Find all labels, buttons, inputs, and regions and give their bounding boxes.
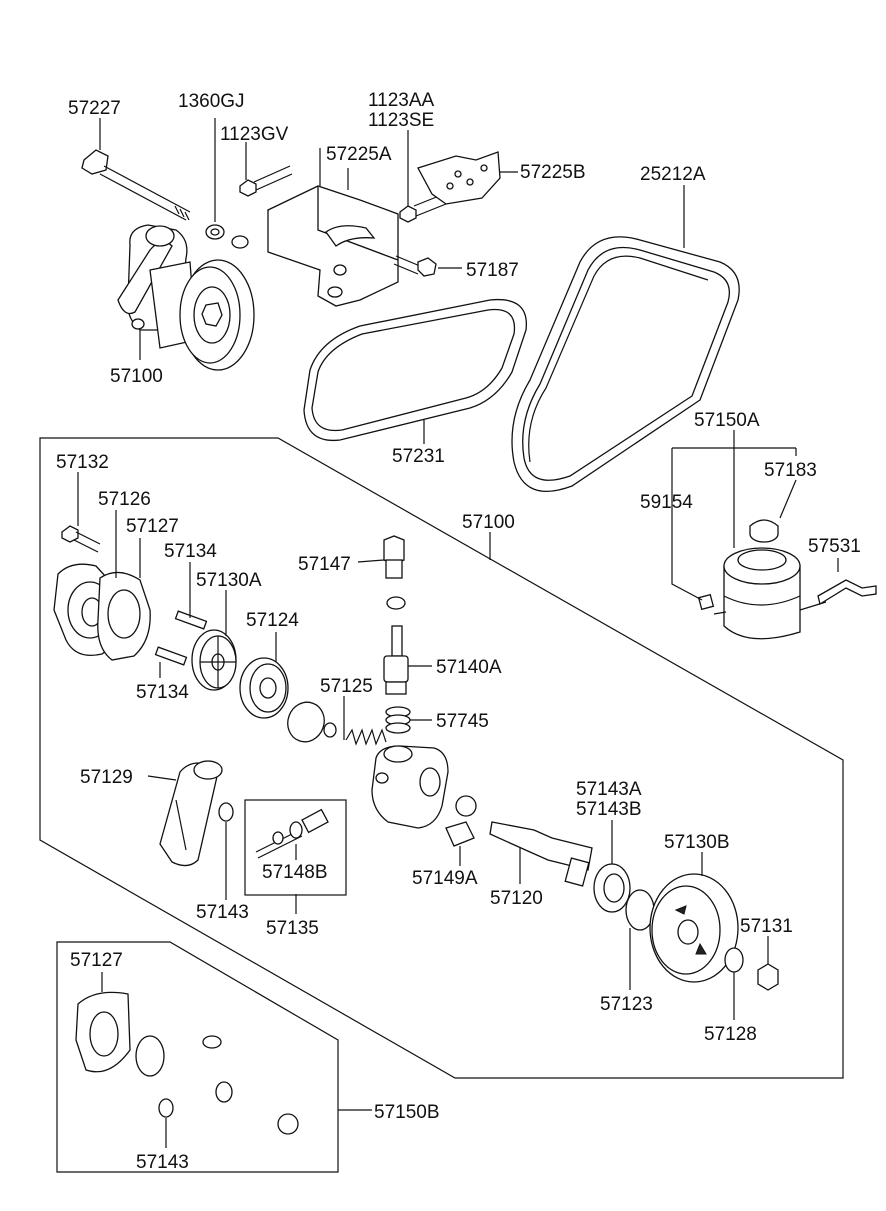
belt-57231 <box>303 298 527 442</box>
nut-57131 <box>757 963 779 991</box>
seal-small-a <box>202 1035 222 1049</box>
o-ring-57125 <box>287 701 325 743</box>
label-57128: 57128 <box>704 1024 757 1045</box>
bolt-57132 <box>61 525 101 553</box>
label-57187: 57187 <box>466 260 519 281</box>
kit-57100-boundary <box>39 437 844 1079</box>
label-57143A: 57143A <box>576 779 642 800</box>
label-57134-b: 57134 <box>136 682 189 703</box>
label-57531: 57531 <box>808 536 861 557</box>
pin-57134-b <box>154 646 188 666</box>
label-57129: 57129 <box>80 767 133 788</box>
label-57225B: 57225B <box>520 162 586 183</box>
o-ring-large <box>135 1035 165 1077</box>
label-1123GV: 1123GV <box>220 124 289 145</box>
spring-57745 <box>385 706 411 734</box>
label-59154: 59154 <box>640 492 693 513</box>
label-1123SE: 1123SE <box>368 110 434 131</box>
label-57140A: 57140A <box>436 657 502 678</box>
label-59154 <box>697 593 715 611</box>
power-steering-pump-57100 <box>117 224 255 371</box>
label-57131: 57131 <box>740 916 793 937</box>
shaft-57120 <box>489 821 593 887</box>
label-57150A: 57150A <box>694 410 760 431</box>
label-57231: 57231 <box>392 446 445 467</box>
spring-57125 <box>345 728 387 746</box>
label-57147: 57147 <box>298 554 351 575</box>
o-ring-57143-b <box>158 1098 174 1118</box>
label-57148B: 57148B <box>262 862 328 883</box>
label-57126: 57126 <box>98 489 151 510</box>
reservoir-57150A <box>713 547 827 640</box>
kit-57150B-boundary <box>56 941 339 1173</box>
label-57745: 57745 <box>436 711 489 732</box>
label-57134-a: 57134 <box>164 541 217 562</box>
label-57225A: 57225A <box>326 144 392 165</box>
leader-lines <box>77 118 839 1148</box>
label-1360GJ: 1360GJ <box>178 91 245 112</box>
cam-ring-57124 <box>239 657 289 719</box>
label-57120: 57120 <box>490 888 543 909</box>
label-57143-b: 57143 <box>136 1152 189 1173</box>
label-57123: 57123 <box>600 994 653 1015</box>
pulley-57130B <box>649 873 739 983</box>
bolt-57227 <box>81 149 191 221</box>
label-57130B: 57130B <box>664 832 730 853</box>
label-57124: 57124 <box>246 610 299 631</box>
label-57143-a: 57143 <box>196 902 249 923</box>
bracket-57129 <box>159 760 223 867</box>
seal-small-b <box>215 1081 233 1103</box>
label-57125: 57125 <box>320 676 373 697</box>
fitting-57147 <box>383 535 405 579</box>
rotor-57130A <box>191 629 237 691</box>
o-ring-57143-a <box>218 802 234 822</box>
washer-57128 <box>724 947 744 973</box>
label-57135: 57135 <box>266 918 319 939</box>
label-1123AA: 1123AA <box>368 90 435 111</box>
label-57150B: 57150B <box>374 1102 440 1123</box>
valve-57140A <box>383 625 409 695</box>
bolt-57187 <box>393 255 437 277</box>
pump-body <box>371 745 449 829</box>
pin-57134-a <box>174 610 208 630</box>
bushing-57149A-a <box>455 795 477 817</box>
label-57127-a: 57127 <box>126 516 179 537</box>
hose-57531 <box>817 579 877 606</box>
label-57227: 57227 <box>68 98 121 119</box>
bearing-57143A <box>593 863 631 913</box>
bolt-1123GV <box>239 165 293 197</box>
label-57143B: 57143B <box>576 799 642 820</box>
bushing-small <box>277 1113 299 1135</box>
seal-57147 <box>386 596 406 610</box>
part-labels: 57227 1360GJ 1123GV 57225A 1123AA 1123SE… <box>56 90 861 1173</box>
bracket-57225B <box>417 151 501 205</box>
label-57130A: 57130A <box>196 570 262 591</box>
bushing-57149A-b <box>445 821 475 847</box>
bracket-57225A <box>231 185 399 307</box>
kit-57135-parts <box>255 808 329 859</box>
cap-57183 <box>749 519 779 543</box>
label-57100-box: 57100 <box>462 512 515 533</box>
label-57100-top: 57100 <box>110 366 163 387</box>
belt-25212A <box>511 236 740 493</box>
label-57132: 57132 <box>56 452 109 473</box>
label-25212A: 25212A <box>640 164 706 185</box>
label-57127-b: 57127 <box>70 950 123 971</box>
label-57183: 57183 <box>764 460 817 481</box>
label-57149A: 57149A <box>412 868 478 889</box>
